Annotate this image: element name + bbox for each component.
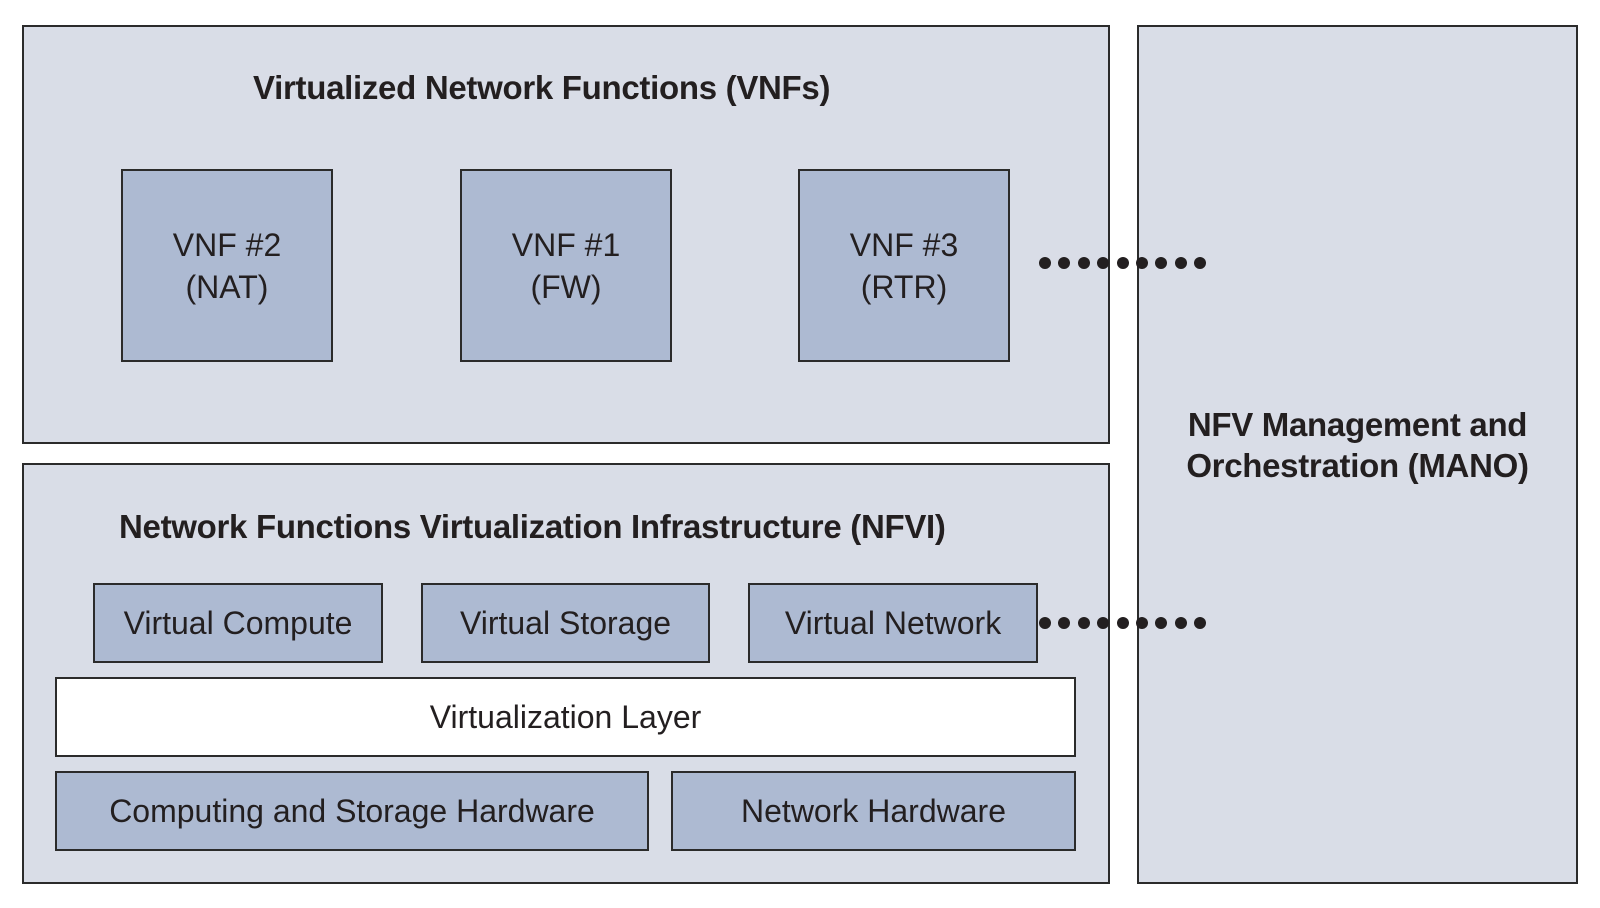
virtual-network-box[interactable]: Virtual Network [748,583,1038,663]
vnf-panel-title: Virtualized Network Functions (VNFs) [253,69,831,106]
mano-panel-title: NFV Management and Orchestration (MANO) [1137,404,1578,486]
mano-panel [1137,25,1578,884]
vnf-box-fw[interactable]: VNF #1 (FW) [460,169,672,362]
vnf-mano-dotted-connector [1039,257,1209,269]
virtual-storage-label: Virtual Storage [459,605,672,641]
vnf-function: (RTR) [860,268,948,305]
connector-dot [1194,257,1207,269]
vi-mano-dotted-connector [1039,617,1209,629]
mano-title-line-2: Orchestration (MANO) [1186,447,1529,484]
connector-dot [1174,257,1187,269]
connector-dot [1097,257,1110,269]
mano-title-line-1: NFV Management and [1187,406,1528,443]
vnf-label: VNF #3 [849,226,959,263]
connector-dot [1058,257,1071,269]
connector-dot [1155,257,1168,269]
vnf-box-nat[interactable]: VNF #2 (NAT) [121,169,333,362]
vnf-label: VNF #2 [172,226,282,263]
vnf-function: (FW) [530,268,602,305]
connector-dot [1077,617,1090,629]
connector-dot [1097,617,1110,629]
virtualization-layer-label: Virtualization Layer [429,699,702,735]
network-hardware-label: Network Hardware [741,793,1006,829]
nfvi-panel-title: Network Functions Virtualization Infrast… [119,508,946,545]
network-hardware-box[interactable]: Network Hardware [671,771,1076,851]
connector-dot [1058,617,1071,629]
connector-dot [1116,617,1129,629]
virtual-compute-box[interactable]: Virtual Compute [93,583,383,663]
computing-storage-hardware-box[interactable]: Computing and Storage Hardware [55,771,649,851]
virtual-network-label: Virtual Network [784,605,1002,641]
computing-storage-hardware-label: Computing and Storage Hardware [109,793,595,829]
virtualization-layer-box[interactable]: Virtualization Layer [55,677,1076,757]
vnf-box-rtr[interactable]: VNF #3 (RTR) [798,169,1010,362]
connector-dot [1155,617,1168,629]
vnf-label: VNF #1 [511,226,621,263]
connector-dot [1039,257,1051,269]
virtual-storage-box[interactable]: Virtual Storage [421,583,710,663]
connector-dot [1077,257,1090,269]
connector-dot [1174,617,1187,629]
connector-dot [1116,257,1129,269]
virtual-compute-label: Virtual Compute [123,605,353,641]
connector-dot [1039,617,1051,629]
connector-dot [1194,617,1207,629]
connector-dot [1136,257,1148,269]
vnf-function: (NAT) [185,268,269,305]
connector-dot [1136,617,1148,629]
